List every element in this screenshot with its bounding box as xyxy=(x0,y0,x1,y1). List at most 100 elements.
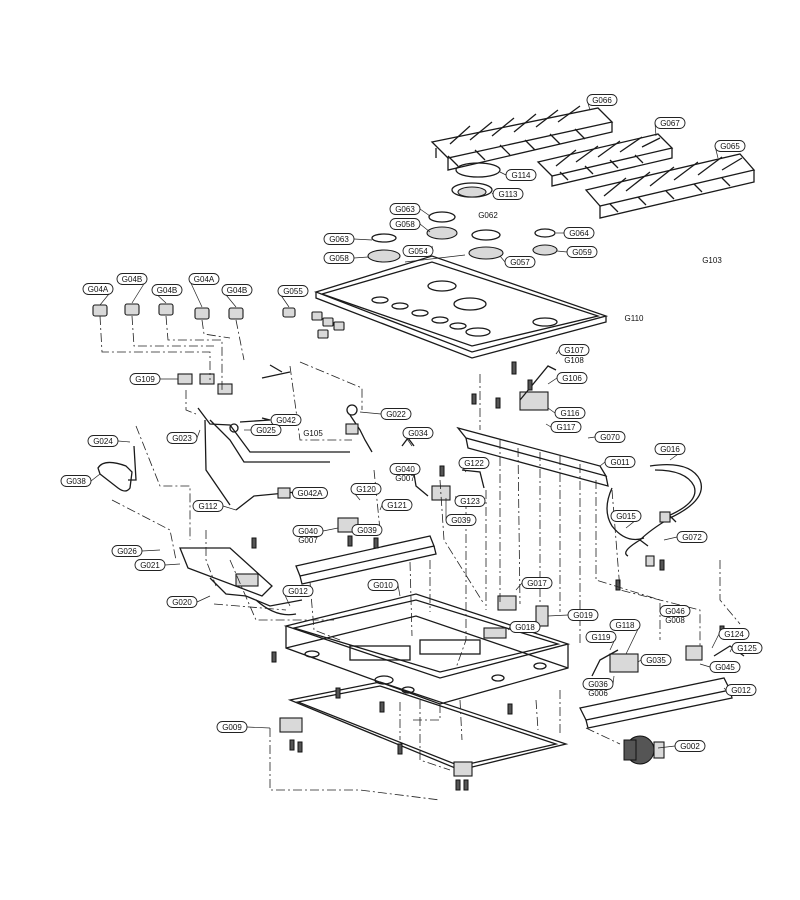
label-text: G042A xyxy=(298,489,324,498)
leader-line xyxy=(117,440,131,443)
part-label-g063b: G063 xyxy=(323,233,373,245)
part-label-g108: G108 xyxy=(564,356,584,365)
leader-line xyxy=(663,536,678,541)
label-text: G009 xyxy=(222,723,242,732)
part-label-g040b: G040 xyxy=(292,525,339,537)
label-text: G039 xyxy=(451,516,471,525)
label-bubble xyxy=(323,233,355,245)
part-label-g042: G042 xyxy=(264,414,302,426)
label-text: G065 xyxy=(720,142,740,151)
label-text: G023 xyxy=(172,434,192,443)
label-text: G063 xyxy=(329,235,349,244)
part-label-g010: G010 xyxy=(367,579,401,597)
leader-line xyxy=(353,256,369,259)
part-label-g04a_1: G04A xyxy=(82,283,114,306)
part-label-g054: G054 xyxy=(402,245,434,257)
label-text: G103 xyxy=(702,256,722,265)
label-bubble xyxy=(718,628,750,640)
leader-line xyxy=(555,349,560,355)
left-bracket xyxy=(179,547,303,616)
part-label-g007a: G007 xyxy=(395,474,415,483)
label-bubble xyxy=(350,483,382,495)
label-bubble xyxy=(166,432,198,444)
label-bubble xyxy=(270,414,302,426)
part-label-g057: G057 xyxy=(499,255,536,268)
part-label-g039b: G039 xyxy=(351,524,383,536)
part-label-g002: G002 xyxy=(657,740,706,752)
label-bubble xyxy=(492,188,524,200)
label-bubble xyxy=(586,94,618,106)
label-bubble xyxy=(402,245,434,257)
part-label-g04a_2: G04A xyxy=(188,273,220,308)
label-text: G021 xyxy=(140,561,160,570)
label-bubble xyxy=(188,273,220,285)
label-text: G042 xyxy=(276,416,296,425)
label-bubble xyxy=(292,487,328,499)
label-text: G124 xyxy=(724,630,744,639)
part-label-g063a: G063 xyxy=(389,203,431,217)
label-bubble xyxy=(556,372,588,384)
part-label-g04b_2: G04B xyxy=(151,284,183,304)
label-text: G045 xyxy=(715,663,735,672)
part-label-g107: G107 xyxy=(555,344,590,356)
screws xyxy=(251,361,725,791)
label-bubble xyxy=(82,283,114,295)
burner-box xyxy=(283,593,571,705)
label-bubble xyxy=(367,579,399,591)
part-label-g125: G125 xyxy=(729,642,763,654)
right-valve-assembly xyxy=(497,595,745,729)
control-knobs xyxy=(92,303,345,339)
label-bubble xyxy=(116,273,148,285)
label-bubble xyxy=(380,408,412,420)
label-bubble xyxy=(504,256,536,268)
label-bubble xyxy=(402,427,434,439)
leader-line xyxy=(322,527,339,532)
grate-right xyxy=(584,153,756,219)
label-text: G123 xyxy=(460,497,480,506)
part-label-g009: G009 xyxy=(216,721,271,733)
leader-line xyxy=(599,461,606,467)
label-text: G026 xyxy=(117,547,137,556)
label-text: G107 xyxy=(564,346,584,355)
part-label-g036: G036 xyxy=(582,675,615,690)
label-bubble xyxy=(151,284,183,296)
label-text: G112 xyxy=(199,502,219,511)
part-label-g117: G117 xyxy=(545,421,582,433)
part-label-g040a: G040 xyxy=(389,463,421,475)
leader-line xyxy=(222,505,237,511)
label-text: G064 xyxy=(569,229,589,238)
label-text: G114 xyxy=(512,171,532,180)
label-text: G054 xyxy=(408,247,428,256)
label-text: G04B xyxy=(122,275,142,284)
part-label-g122: G122 xyxy=(458,457,490,473)
label-text: G119 xyxy=(592,633,612,642)
label-bubble xyxy=(609,619,641,631)
label-bubble xyxy=(221,284,253,296)
part-label-g012b: G012 xyxy=(723,684,757,696)
label-text: G108 xyxy=(564,356,584,365)
label-text: G040 xyxy=(395,465,415,474)
part-label-g113: G113 xyxy=(491,188,524,200)
part-label-g106: G106 xyxy=(547,372,588,385)
part-label-g103: G103 xyxy=(702,256,722,265)
label-text: G010 xyxy=(373,581,393,590)
label-text: G015 xyxy=(616,512,636,521)
label-text: G106 xyxy=(562,374,582,383)
leader-line xyxy=(547,407,556,414)
label-text: G039 xyxy=(357,526,377,535)
part-label-g023: G023 xyxy=(166,429,201,444)
label-text: G066 xyxy=(592,96,612,105)
label-bubble xyxy=(87,435,119,447)
part-label-g034: G034 xyxy=(402,427,434,447)
leader-line xyxy=(196,429,201,439)
part-label-g04b_1: G04B xyxy=(116,273,148,304)
label-bubble xyxy=(389,463,421,475)
label-text: G019 xyxy=(573,611,593,620)
label-text: G122 xyxy=(464,459,484,468)
leader-line xyxy=(556,250,568,253)
leader-line xyxy=(141,549,161,552)
label-bubble xyxy=(558,344,590,356)
part-label-g066: G066 xyxy=(586,94,618,111)
part-label-g119: G119 xyxy=(585,631,617,651)
